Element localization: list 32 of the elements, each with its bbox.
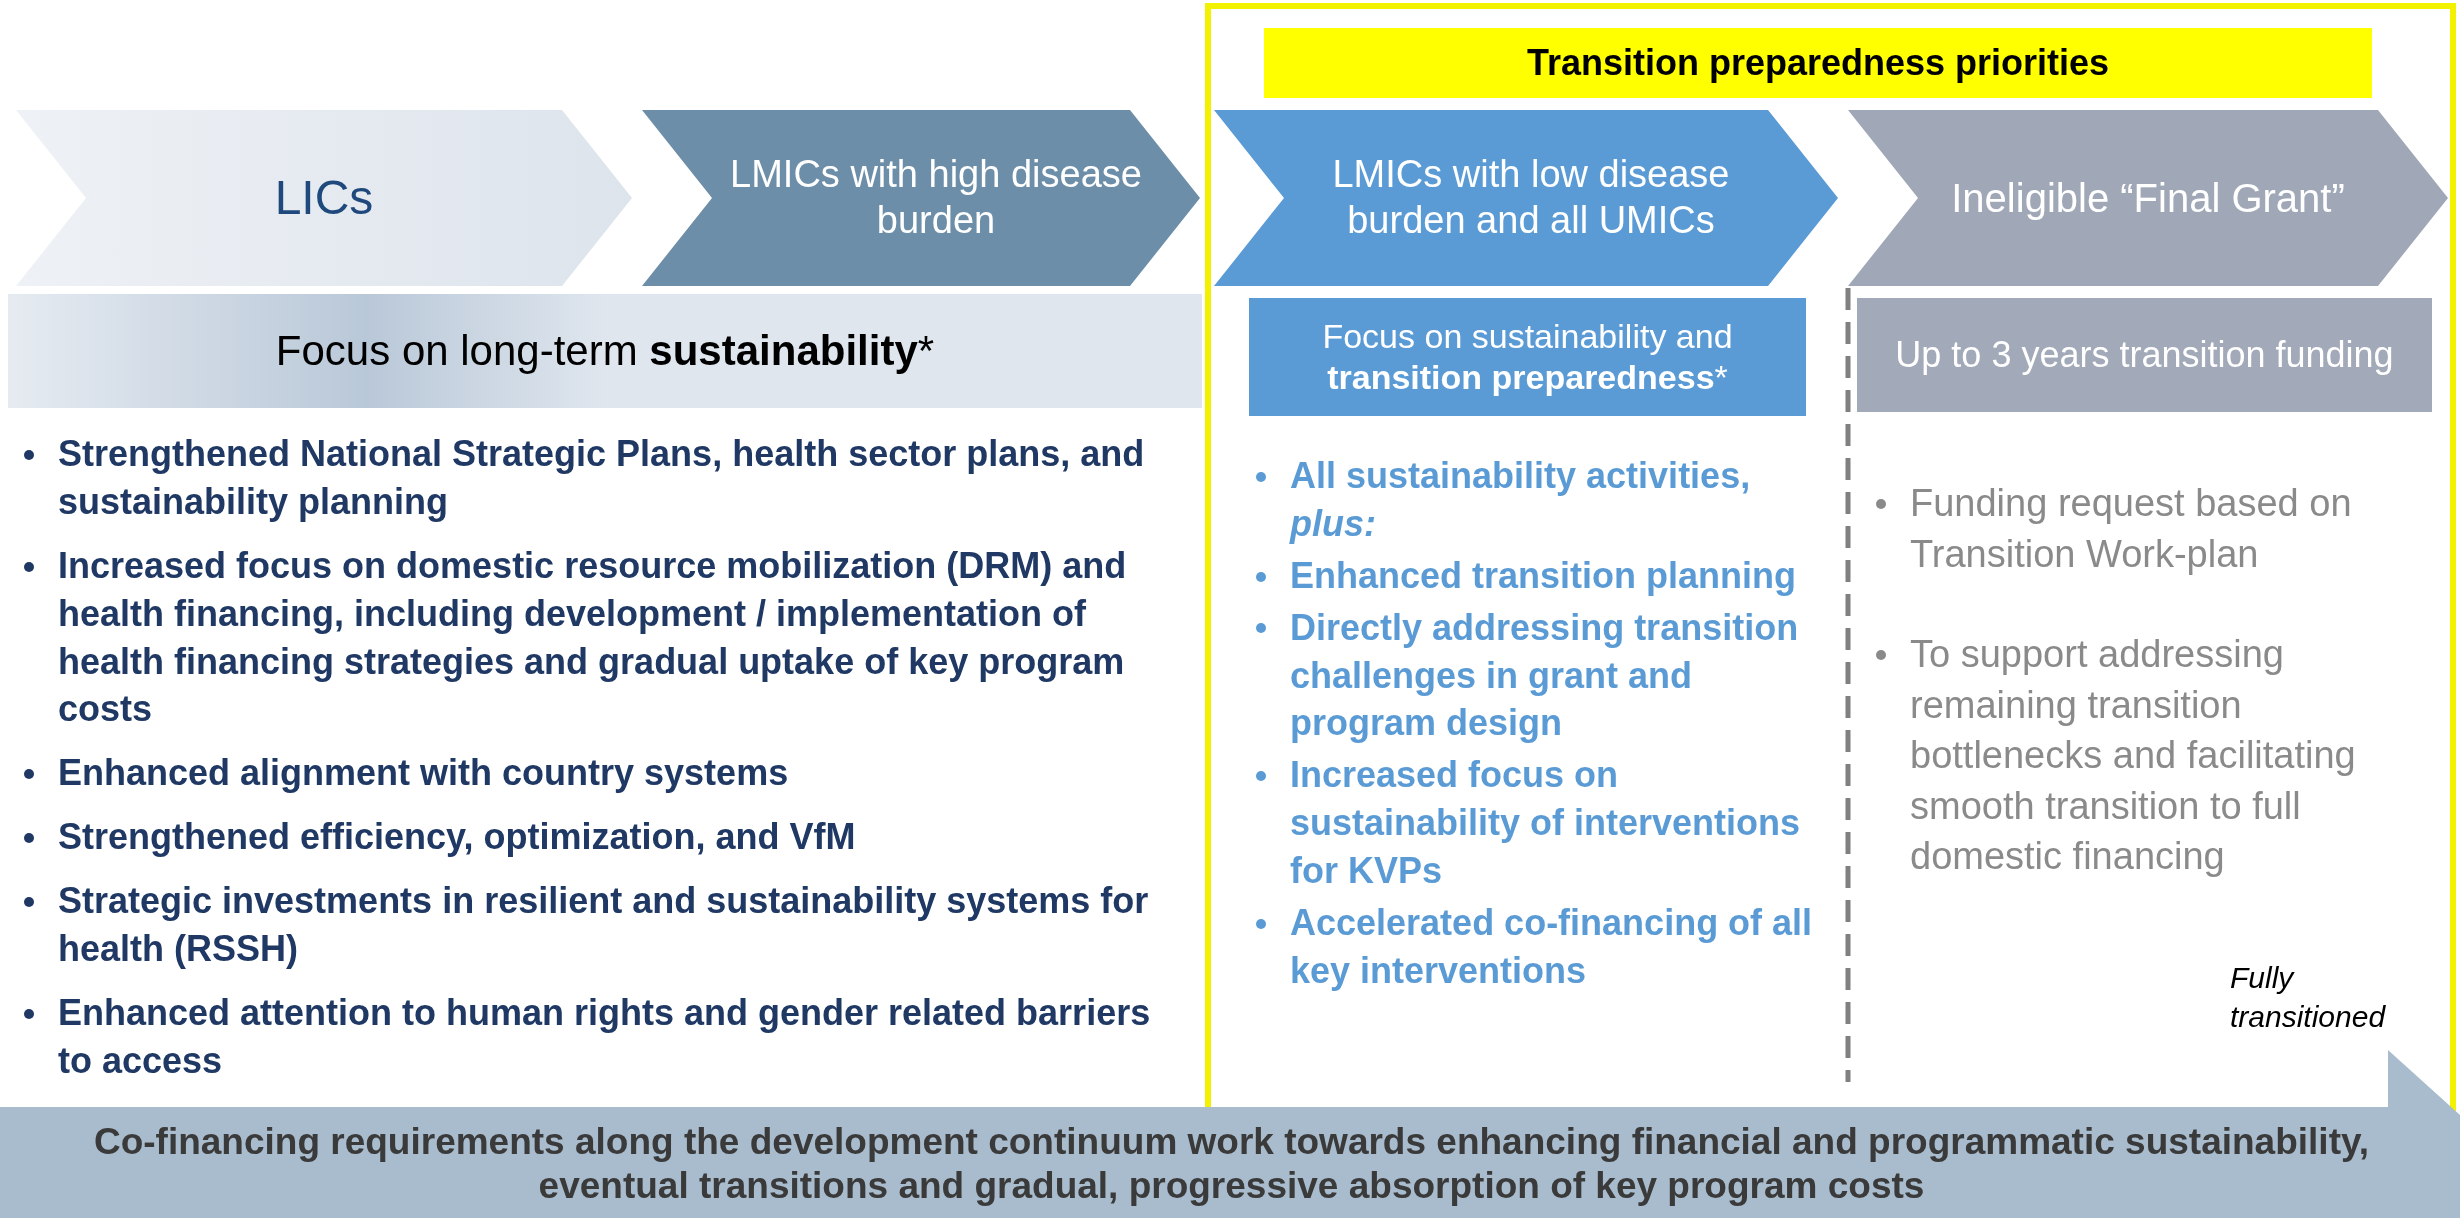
continuum-arrow xyxy=(0,1050,2463,1218)
stage-banner xyxy=(1214,110,1838,286)
bullet-text: Increased focus on sustainability of interventions for KVPs xyxy=(1290,754,1801,891)
node-label: Focus on sustainability and transition preparedness* xyxy=(1321,316,1734,398)
bullet-text: To support addressing remaining transition bottlenecks and facilitating smooth transition to full domestic financing xyxy=(1910,633,2356,878)
bullet-text: Funding request based on Transition Work-plan xyxy=(1910,482,2352,575)
focus-band xyxy=(1249,298,1806,416)
node-label: Transition preparedness priorities xyxy=(1526,41,2110,85)
bullet-text: Increased focus on domestic resource mobilization (DRM) and health financing, including development / implementation of health financing strategies and gradual uptake of key program costs xyxy=(58,544,1127,730)
bullet-text: Enhanced attention to human rights and gender related barriers to access xyxy=(58,991,1151,1081)
focus-band xyxy=(8,294,1202,408)
node-label: Up to 3 years transition funding xyxy=(1895,333,2394,377)
stage-banner xyxy=(16,110,632,286)
note-text: Fully transitioned xyxy=(2230,960,2387,1035)
bullet-text: All sustainability activities, plus: xyxy=(1290,455,1751,544)
caption-text: Co-financing requirements along the development continuum work towards enhancing financial and programmatic sustainability, eventual transitions and gradual, progressive absorption of key program costs xyxy=(92,1119,2371,1208)
node-label: LMICs with low disease burden and all UMICs xyxy=(1331,152,1731,243)
stage-banner xyxy=(1848,110,2448,286)
bullet-text: Directly addressing transition challenges in grant and program design xyxy=(1290,606,1799,744)
stage-banner xyxy=(642,110,1200,286)
heading-banner xyxy=(1264,28,2372,98)
node-label: Ineligible “Final Grant” xyxy=(1951,175,2345,222)
node-label: Focus on long-term sustainability* xyxy=(275,325,935,376)
bullet-text: Strategic investments in resilient and sustainability systems for health (RSSH) xyxy=(58,880,1149,969)
bullet-text: Enhanced alignment with country systems xyxy=(58,752,789,794)
bullet-text: Strengthened National Strategic Plans, health sector plans, and sustainability planning xyxy=(58,433,1145,522)
node-label: LICs xyxy=(274,170,374,227)
bullet-text: Accelerated co-financing of all key interventions xyxy=(1290,901,1813,991)
bullet-text: Enhanced transition planning xyxy=(1290,554,1797,596)
node-label: LMICs with high disease burden xyxy=(729,152,1143,243)
bullet-text: Strengthened efficiency, optimization, and VfM xyxy=(58,816,856,858)
focus-band xyxy=(1857,298,2432,412)
